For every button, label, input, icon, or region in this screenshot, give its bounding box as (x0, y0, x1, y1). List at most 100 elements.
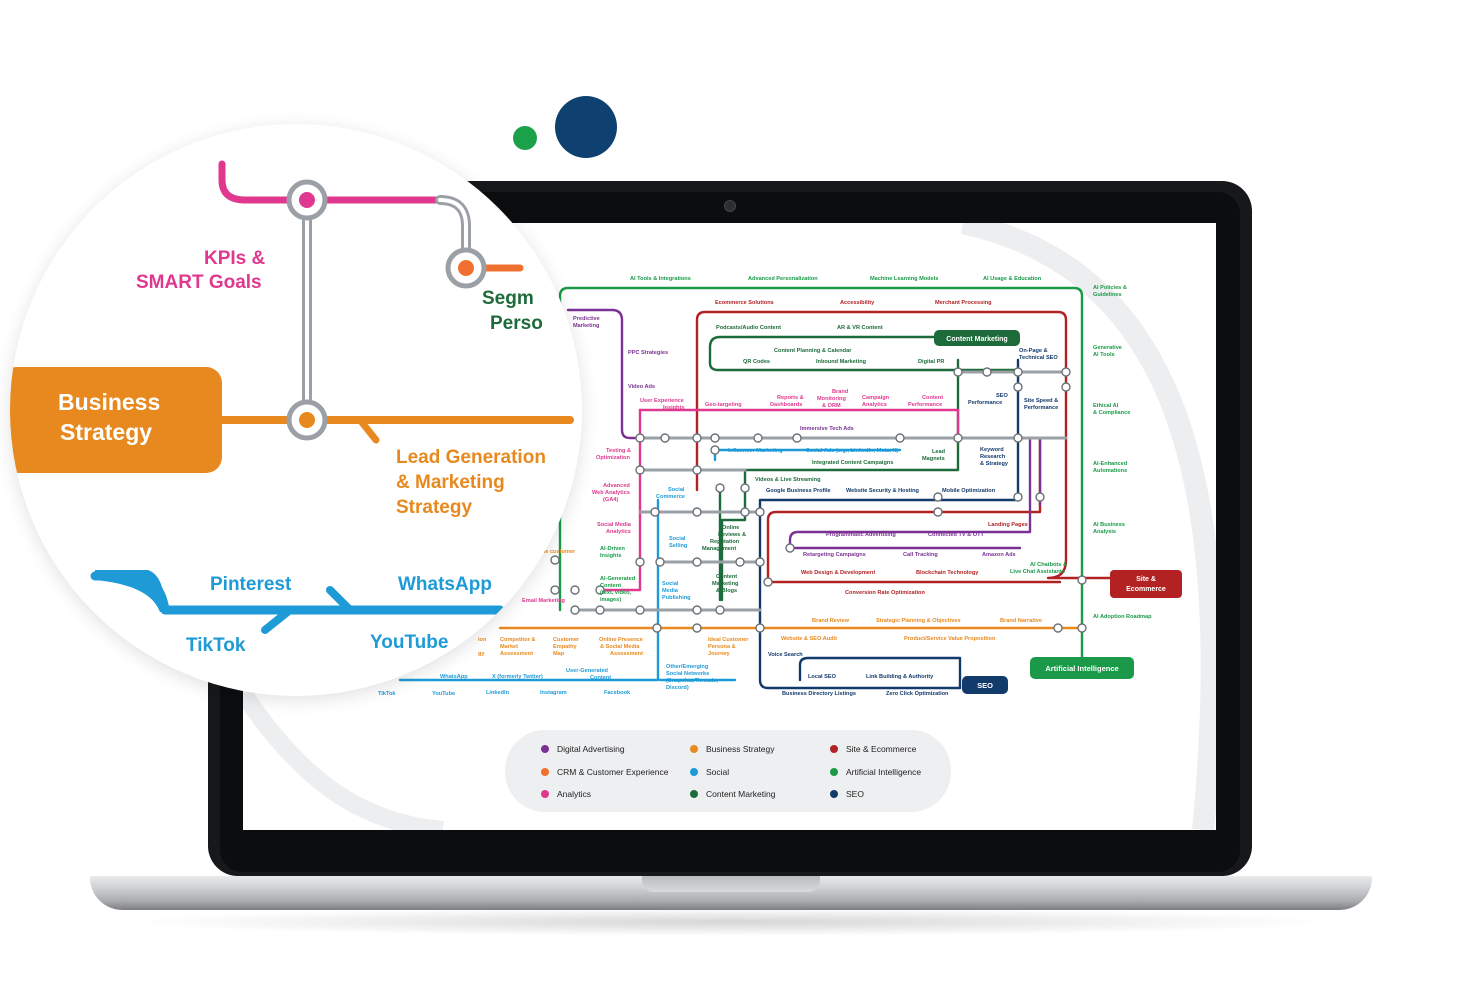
station-label: Local SEO (808, 674, 837, 680)
svg-text:Research: Research (980, 454, 1006, 460)
zoom-business: Business (58, 389, 160, 415)
svg-text:Ethical AI: Ethical AI (1093, 403, 1119, 409)
station-label: YouTube (432, 691, 455, 697)
station-label: Website & SEO Audit (781, 636, 837, 642)
station-label: Merchant Processing (935, 300, 992, 306)
svg-text:(text, video,: (text, video, (600, 590, 632, 596)
svg-text:AI Policies &: AI Policies & (1093, 285, 1127, 291)
station-label: gy (478, 651, 485, 657)
metro-map: Content Marketing Site & Ecommerce Artif… (378, 276, 1182, 697)
station-label: Google Business Profile (766, 488, 831, 494)
station-label: AR & VR Content (837, 325, 883, 331)
zoom-perso: Perso (490, 313, 543, 334)
svg-text:Publishing: Publishing (662, 595, 691, 601)
svg-text:Lead: Lead (932, 449, 946, 455)
zoom-kpis: KPIs & (204, 248, 266, 269)
station-label: Ecommerce Solutions (715, 300, 774, 306)
svg-text:Empathy: Empathy (553, 644, 578, 650)
station-label: Mobile Optimization (942, 488, 996, 494)
station-label: Instagram (540, 690, 567, 696)
svg-text:Monitoring: Monitoring (817, 396, 846, 402)
station-label: Digital PR (918, 359, 944, 365)
station-label: Retargeting Campaigns (803, 552, 866, 558)
station-label: Facebook (604, 690, 631, 696)
station-label: Voice Search (768, 652, 803, 658)
laptop-notch (642, 876, 820, 892)
svg-text:Management: Management (702, 546, 736, 552)
svg-text:AI Chatbots &: AI Chatbots & (1030, 562, 1067, 568)
svg-text:Performance: Performance (968, 400, 1002, 406)
station-label: PPC Strategies (628, 350, 668, 356)
svg-text:Reports &: Reports & (777, 395, 804, 401)
svg-text:(GA4): (GA4) (603, 497, 618, 503)
svg-text:Insights: Insights (600, 553, 621, 559)
svg-text:AI Business: AI Business (1093, 522, 1125, 528)
station-label: Email Marketing (522, 598, 565, 604)
svg-text:Social Networks: Social Networks (666, 671, 709, 677)
svg-text:On-Page &: On-Page & (1019, 348, 1048, 354)
zoom-youtube: YouTube (370, 632, 448, 653)
zoom-tiktok: TikTok (186, 635, 246, 656)
svg-text:& Social Media: & Social Media (600, 644, 640, 650)
svg-text:Campaign: Campaign (862, 395, 890, 401)
zoom-lead-gen: Lead Generation (396, 447, 546, 468)
svg-text:(Snapchat,Threads,: (Snapchat,Threads, (666, 678, 718, 684)
terminal-seo: SEO (962, 676, 1008, 694)
svg-text:Content: Content (590, 675, 611, 681)
legend-item: Social (690, 767, 729, 777)
station-label: QR Codes (743, 359, 770, 365)
svg-text:images): images) (600, 597, 621, 603)
station-label: Inbound Marketing (816, 359, 867, 365)
svg-text:Social: Social (662, 581, 679, 587)
svg-text:Reviews &: Reviews & (718, 532, 746, 538)
station-label: Blockchain Technology (916, 570, 979, 576)
terminal-label: Content Marketing (946, 336, 1007, 343)
svg-text:Testing &: Testing & (606, 448, 631, 454)
terminal-label: SEO (977, 681, 993, 690)
station-label: AI Adoption Roadmap (1093, 614, 1152, 620)
zoom-segm: Segm (482, 288, 534, 309)
svg-text:SEO: SEO (996, 393, 1008, 399)
svg-text:Content: Content (922, 395, 943, 401)
svg-text:Automations: Automations (1093, 468, 1127, 474)
station-label: Podcasts/Audio Content (716, 325, 781, 331)
svg-text:Social: Social (668, 487, 685, 493)
station-label: Product/Service Value Proposition (904, 636, 996, 642)
svg-text:User Experience: User Experience (640, 398, 684, 404)
svg-text:AI-Driven: AI-Driven (600, 546, 625, 552)
svg-text:Brand: Brand (832, 389, 849, 395)
legend-item: Artificial Intelligence (830, 767, 921, 777)
station-label: Link Building & Authority (866, 674, 934, 680)
svg-text:Assessment: Assessment (500, 651, 533, 657)
svg-text:Optimization: Optimization (596, 455, 630, 461)
svg-text:Marketing: Marketing (573, 323, 600, 329)
svg-text:Competitor &: Competitor & (500, 637, 535, 643)
map-legend: Digital Advertising Business Strategy Si… (505, 730, 951, 812)
svg-text:Persona &: Persona & (708, 644, 736, 650)
station-label: Business Directory Listings (782, 691, 856, 697)
station-label: Brand Review (812, 618, 850, 624)
svg-text:Commerce: Commerce (656, 494, 685, 500)
svg-text:Reputation: Reputation (710, 539, 740, 545)
svg-text:Predictive: Predictive (573, 316, 600, 322)
terminal-content-marketing: Content Marketing (934, 330, 1020, 346)
svg-text:Media: Media (662, 588, 679, 594)
svg-text:Marketing: Marketing (712, 581, 739, 587)
station-label: X (formerly Twitter) (492, 674, 543, 680)
station-label: Amazon Ads (982, 552, 1016, 558)
station-label: AI Usage & Education (983, 276, 1042, 282)
station-label: Brand Narrative (1000, 618, 1042, 624)
svg-text:Site &: Site & (1136, 576, 1156, 583)
svg-text:Insights: Insights (663, 405, 684, 411)
svg-text:Performance: Performance (1024, 405, 1058, 411)
legend-item: Digital Advertising (541, 744, 625, 754)
station-label: Social Ads (e.g., LinkedIn, Meta, X) (806, 448, 898, 454)
station-label: AI Tools & Integrations (630, 276, 691, 282)
station-label: Videos & Live Streaming (755, 477, 821, 483)
zoom-whatsapp: WhatsApp (398, 574, 492, 595)
svg-text:AI-Enhanced: AI-Enhanced (1093, 461, 1128, 467)
station-label: Zero Click Optimization (886, 691, 949, 697)
zoomed-map: Business Strategy KPIs & SMART Goals Seg… (10, 160, 574, 656)
station-label: ion (478, 637, 487, 643)
decorative-dot-blue (555, 96, 617, 158)
